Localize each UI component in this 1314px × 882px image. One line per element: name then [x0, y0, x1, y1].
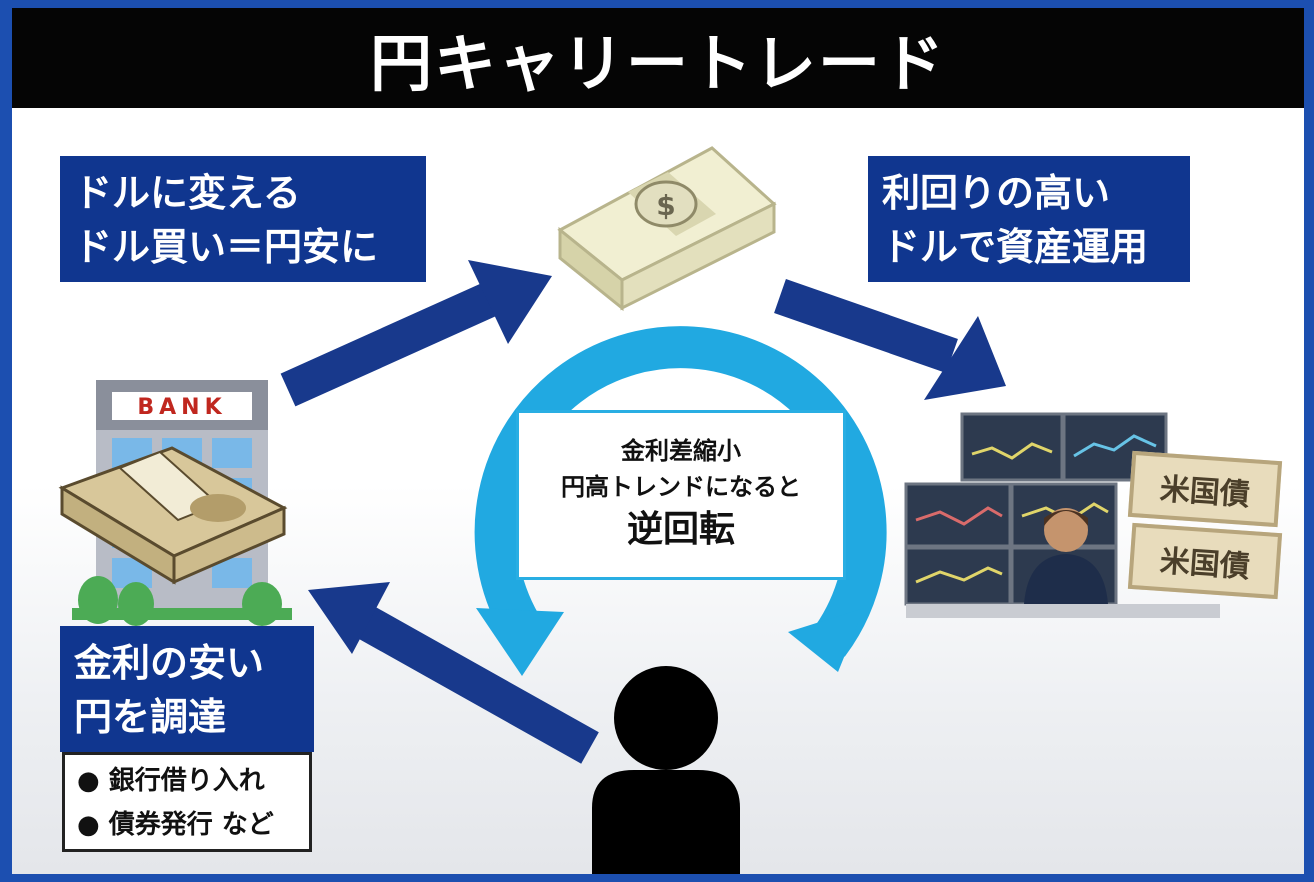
trading-monitors-icon: [904, 412, 1220, 618]
box-line: 利回りの高い: [882, 171, 1111, 215]
box-line: ドルに変える: [74, 171, 301, 215]
diagram-frame: 円キャリートレード $: [12, 8, 1304, 874]
note-line: ● 債券発行 など: [77, 810, 274, 840]
diagram-graphics: $ BANK: [58, 146, 1220, 874]
convert-to-dollar-box: ドルに変える ドル買い＝円安に: [60, 156, 426, 282]
reversal-note-box: 金利差縮小 円高トレンドになると 逆回転: [516, 410, 846, 580]
low-rate-yen-box: 金利の安い 円を調達: [60, 626, 314, 752]
note-line: ● 銀行借り入れ: [77, 766, 265, 796]
high-yield-dollar-box: 利回りの高い ドルで資産運用: [868, 156, 1190, 282]
us-treasury-bond-1: 米国債: [1127, 450, 1283, 528]
center-line-3: 逆回転: [626, 509, 735, 550]
arrow-person-to-bank: [308, 582, 599, 764]
box-line: 金利の安い: [74, 641, 265, 685]
us-treasury-bond-2: 米国債: [1127, 522, 1283, 600]
box-line: ドルで資産運用: [882, 225, 1149, 269]
page-title: 円キャリートレード: [369, 27, 946, 100]
box-line: 円を調達: [74, 695, 227, 739]
center-line-2: 円高トレンドになると: [561, 473, 801, 501]
yen-stack-icon: [58, 446, 288, 585]
bank-sign: BANK: [137, 395, 226, 420]
investor-silhouette-icon: [592, 666, 740, 874]
arrow-bank-to-dollar: [280, 260, 552, 407]
arrow-dollar-to-trading: [774, 279, 1006, 400]
box-line: ドル買い＝円安に: [74, 225, 379, 269]
funding-methods-note: ● 銀行借り入れ ● 債券発行 など: [62, 752, 312, 852]
cycle-arrow: [474, 326, 887, 676]
dollar-symbol: $: [656, 189, 675, 222]
bond-label: 米国債: [1158, 543, 1251, 586]
bond-label: 米国債: [1158, 471, 1251, 514]
center-line-1: 金利差縮小: [621, 437, 741, 465]
title-bar: 円キャリートレード: [12, 8, 1304, 108]
dollar-stack-icon: $: [557, 146, 777, 312]
